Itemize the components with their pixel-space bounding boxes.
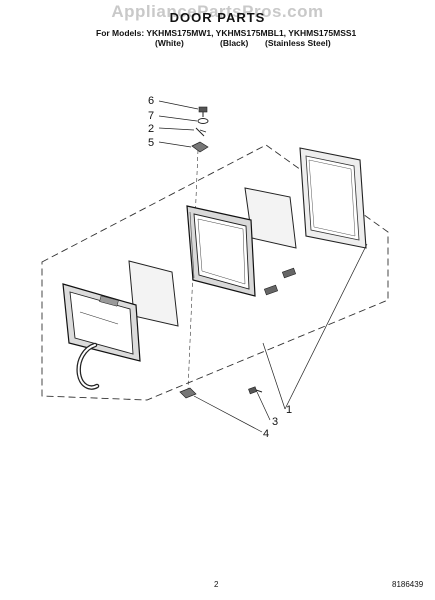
page-number: 2: [214, 580, 219, 589]
callout-7: 7: [148, 110, 154, 122]
door-glass-panel-right: [244, 187, 297, 249]
screw-part-6: [198, 106, 208, 117]
door-latch-upper: [281, 267, 297, 279]
watermark: AppliancePartsPros.com: [111, 2, 324, 21]
assembly-boundary: [41, 144, 389, 401]
callout-4: 4: [263, 428, 269, 440]
variant-stainless: (Stainless Steel): [265, 38, 331, 48]
door-handle: [76, 342, 100, 390]
door-inner-frame: [186, 205, 256, 297]
hinge-bottom-part: [179, 387, 197, 399]
callout-1: 1: [286, 404, 292, 416]
door-front-panel: [62, 283, 141, 362]
door-glass-panel-left: [128, 260, 179, 327]
variant-white: (White): [155, 38, 184, 48]
screw-part-3: [248, 386, 263, 395]
door-outer-frame: [299, 147, 367, 249]
variant-black: (Black): [220, 38, 249, 48]
door-latch-lower: [263, 284, 279, 296]
callout-5: 5: [148, 137, 154, 149]
document-number: 8186439: [392, 580, 424, 589]
callout-6: 6: [148, 95, 154, 107]
callout-3: 3: [272, 416, 278, 428]
callout-2: 2: [148, 123, 154, 135]
page-title: DOOR PARTS: [169, 10, 266, 25]
spring-part-2: [195, 127, 207, 137]
hinge-part-5: [191, 141, 209, 153]
models-line: For Models: YKHMS175MW1, YKHMS175MBL1, Y…: [96, 28, 357, 38]
leader-lines: [158, 100, 368, 433]
washer-part-7: [197, 118, 209, 124]
